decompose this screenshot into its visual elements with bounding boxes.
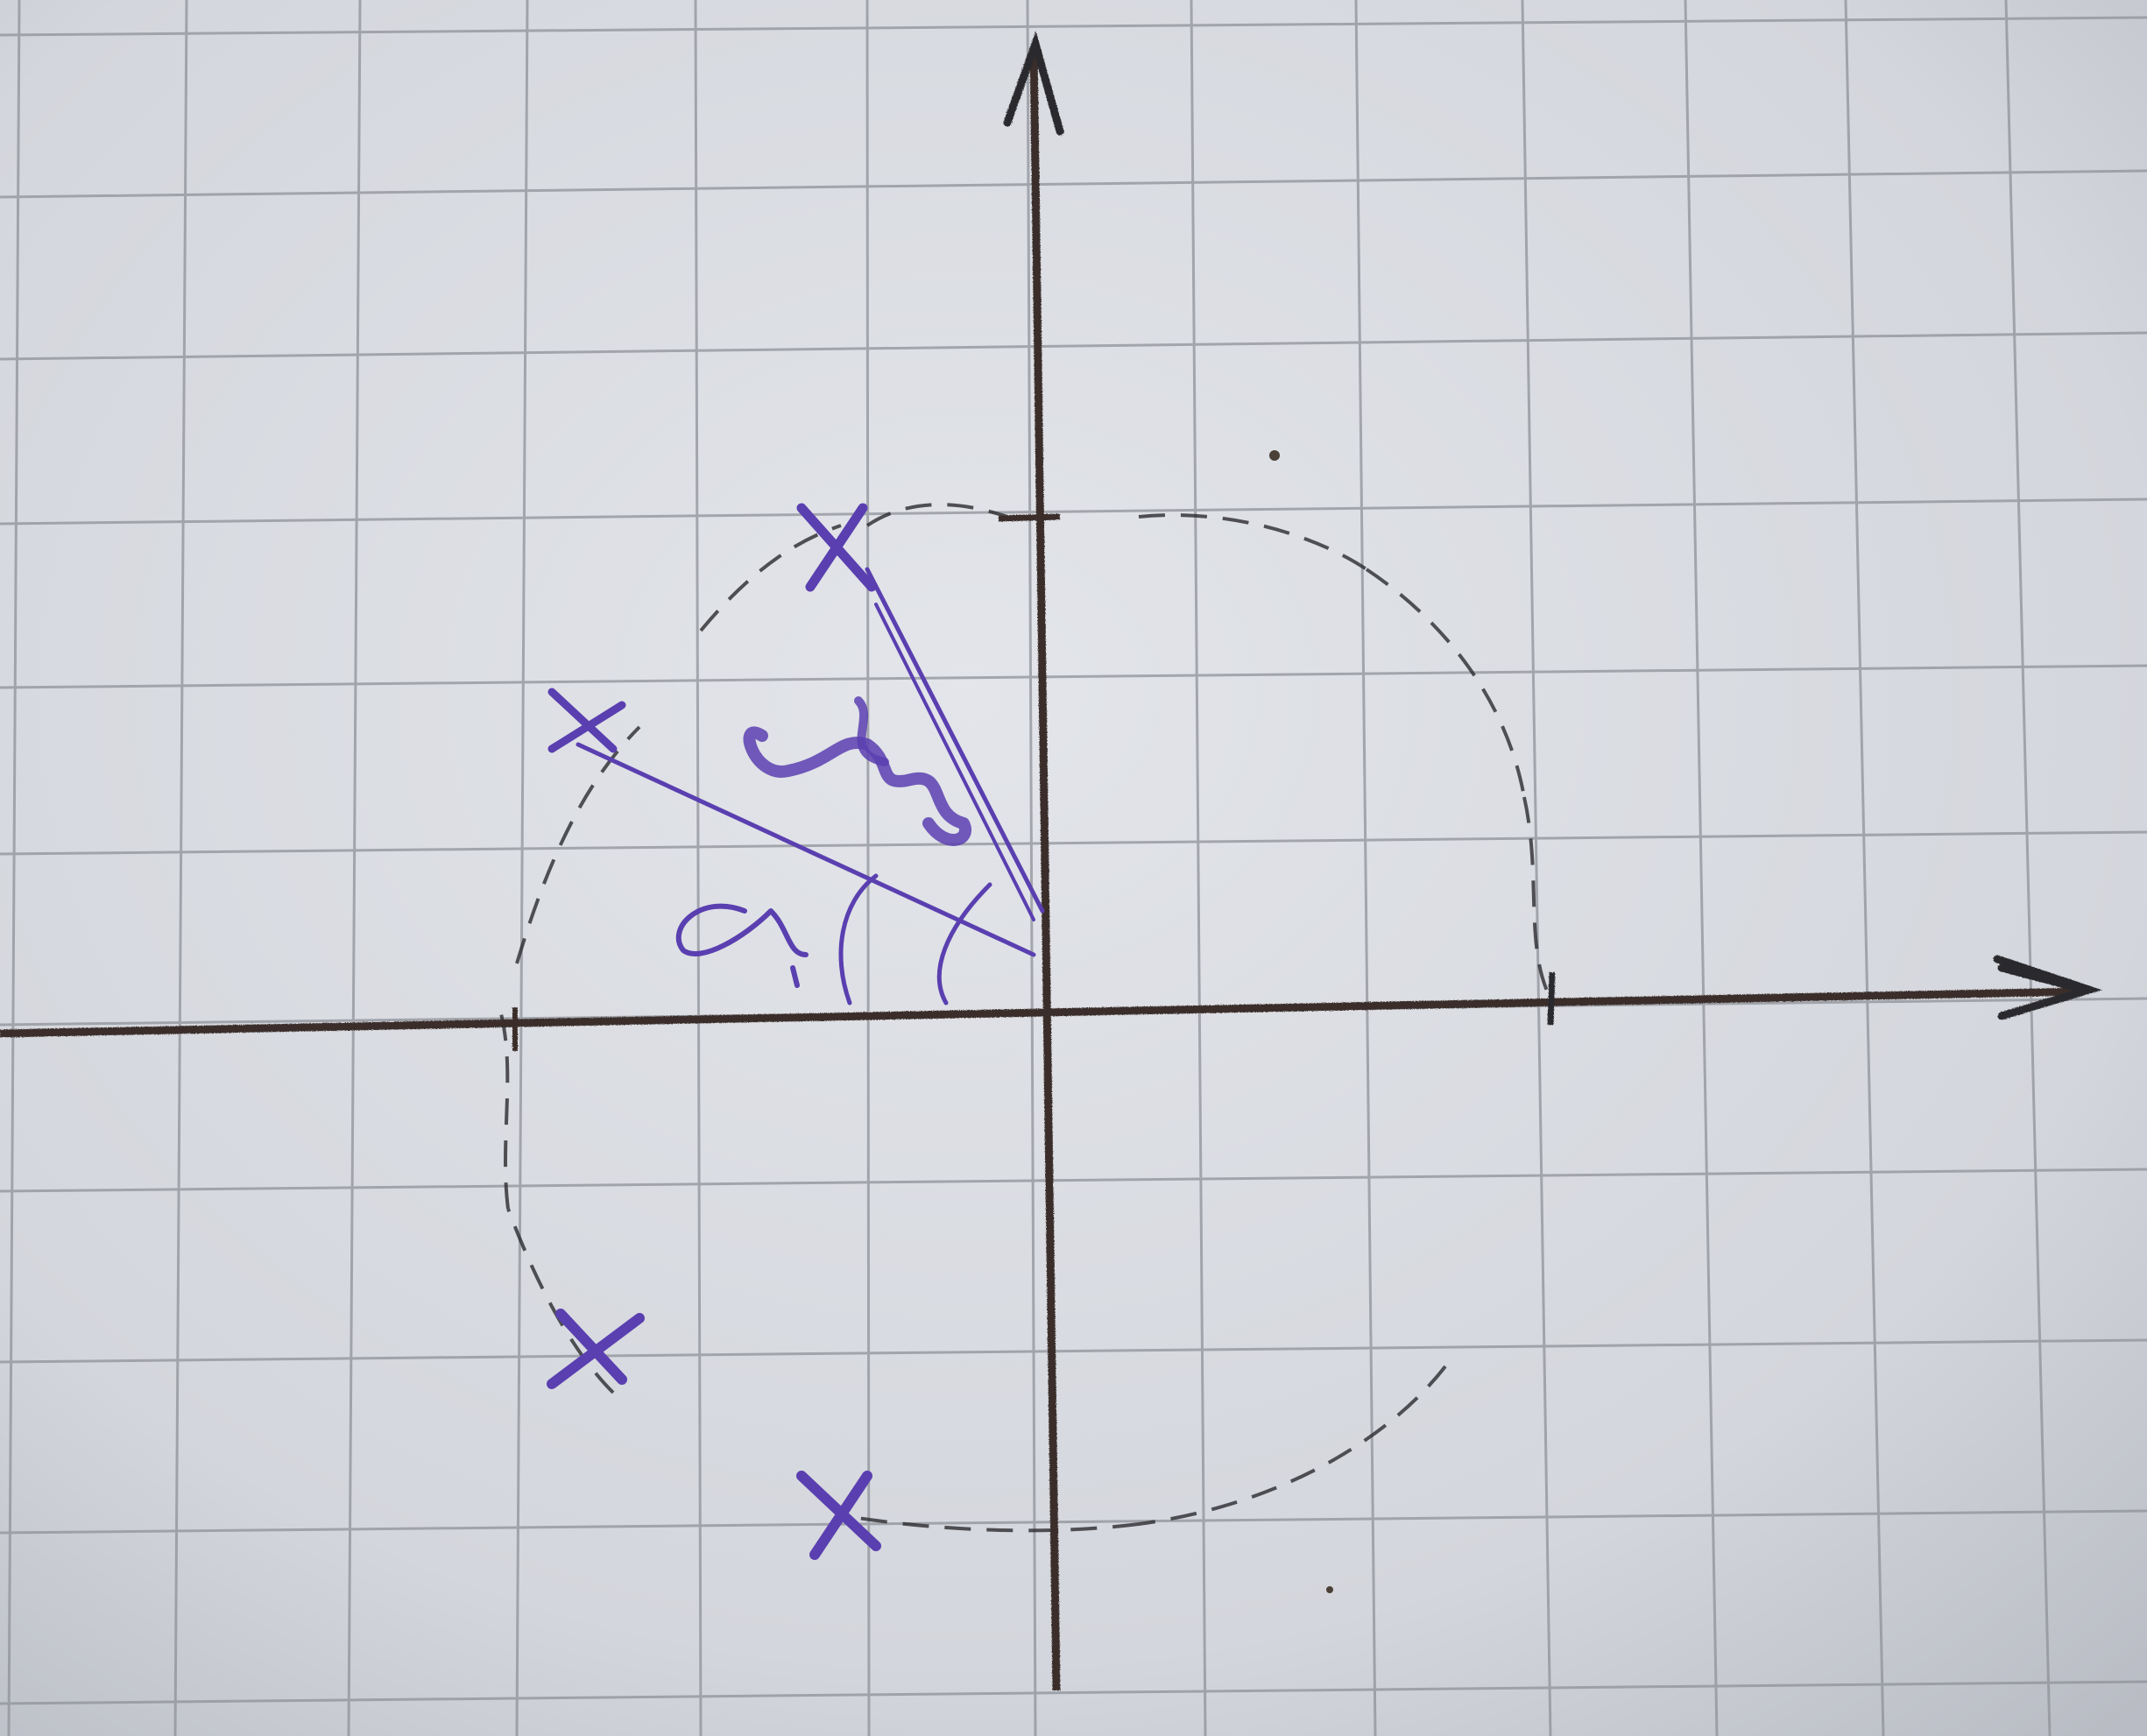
- cross-mark-icon: [547, 1309, 645, 1389]
- arrow-head-icon: [1003, 31, 1064, 136]
- horizontal-axis: [0, 987, 2086, 1038]
- vertical-axis: [1029, 47, 1061, 1691]
- speck: [1326, 1586, 1333, 1593]
- cross-mark-icon: [796, 1471, 881, 1560]
- coordinate-axes: [0, 31, 2102, 1691]
- speck: [1269, 450, 1280, 461]
- ink-annotations: [547, 503, 1045, 1560]
- cross-mark-icon: [547, 688, 626, 753]
- arrow-head-icon: [1993, 955, 2102, 1020]
- cross-mark-icon: [796, 503, 877, 592]
- pencil-circle: [498, 503, 1552, 1533]
